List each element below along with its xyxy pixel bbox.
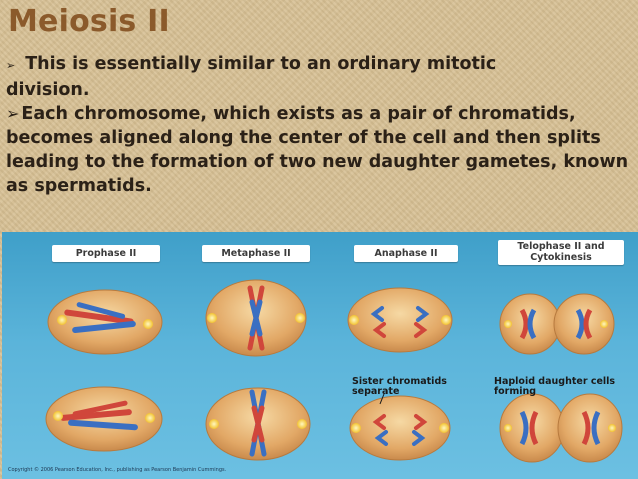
bullet-1-line-1: This is essentially similar to an ordina… <box>25 54 497 74</box>
label-sister-chromatids: Sister chromatids separate <box>352 376 447 397</box>
label-telophase-ii-cytokinesis: Telophase II and Cytokinesis <box>498 240 624 265</box>
cell-prophase-top <box>47 289 163 355</box>
arrow-bullet-icon: ➢ <box>6 104 20 123</box>
cell-anaphase-top <box>347 287 453 353</box>
cell-metaphase-top <box>205 279 307 357</box>
cell-telophase-top <box>499 293 615 355</box>
meiosis-ii-diagram: Prophase II Metaphase II Anaphase II Tel… <box>2 232 638 479</box>
arrow-bullet-icon: ➢ <box>6 59 16 72</box>
slide-title: Meiosis II <box>8 4 170 39</box>
bullet-2-text: Each chromosome, which exists as a pair … <box>6 104 629 196</box>
slide-body: ➢ This is essentially similar to an ordin… <box>6 52 634 198</box>
label-haploid-daughter-cells: Haploid daughter cells forming <box>494 376 616 397</box>
bullet-item-2: ➢Each chromosome, which exists as a pair… <box>6 102 634 198</box>
label-anaphase-ii: Anaphase II <box>354 245 458 262</box>
label-prophase-ii: Prophase II <box>52 245 160 262</box>
meiosis-illustration <box>45 279 623 463</box>
cell-metaphase-bottom <box>205 387 311 461</box>
cell-prophase-bottom <box>45 386 163 452</box>
bullet-1-line-2: division. <box>6 80 90 100</box>
copyright-notice: Copyright © 2006 Pearson Education, Inc.… <box>8 467 227 473</box>
bullet-item-1: ➢ This is essentially similar to an ordin… <box>6 52 634 102</box>
cell-anaphase-bottom <box>349 395 451 461</box>
cell-telophase-bottom <box>499 393 623 463</box>
label-metaphase-ii: Metaphase II <box>202 245 310 262</box>
